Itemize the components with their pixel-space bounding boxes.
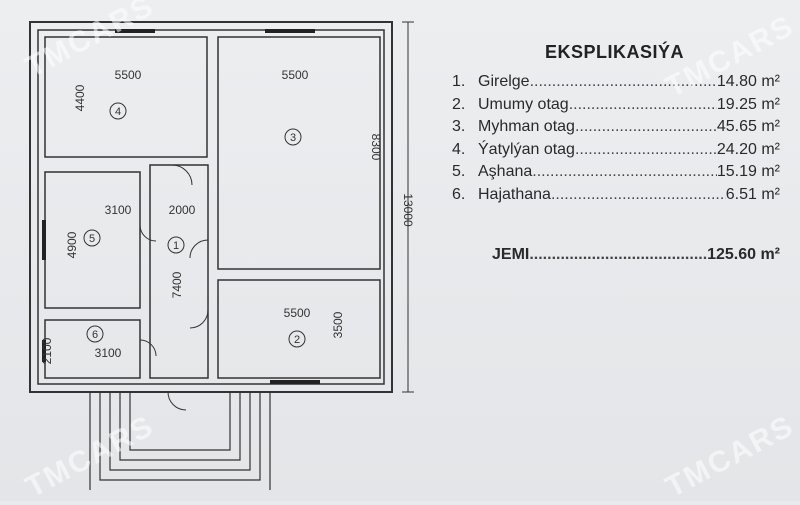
row-number: 6. xyxy=(452,185,466,203)
legend-row: 4. Ýatylýan otag 24.20 m² xyxy=(452,139,792,162)
dim-label: 2000 xyxy=(169,203,196,217)
room-name: Hajathana xyxy=(478,185,551,203)
corridor-outline xyxy=(149,164,209,379)
room-area: 19.25 m² xyxy=(716,95,780,113)
total-label: JEMI xyxy=(492,246,530,263)
room-number: 6 xyxy=(92,329,98,341)
room-number: 3 xyxy=(290,132,296,144)
room-4-outline xyxy=(44,36,208,158)
explication-table: EKSPLIKASIÝA 1. Girelge 14.80 m² 2. Umumy ot… xyxy=(452,42,792,264)
room-area: 24.20 m² xyxy=(716,140,780,158)
row-number: 5. xyxy=(452,163,466,180)
dim-label: 5500 xyxy=(284,306,311,320)
room-area: 6.51 m² xyxy=(725,185,780,203)
porch-steps xyxy=(89,392,271,490)
room-area: 14.80 m² xyxy=(716,73,780,90)
dim-label: 4400 xyxy=(73,84,87,111)
room-number: 2 xyxy=(294,334,300,346)
room-number: 4 xyxy=(115,106,121,118)
room-name: Ýatylýan otag xyxy=(478,140,575,158)
dim-label: 5500 xyxy=(115,68,142,82)
inner-wall xyxy=(37,29,385,385)
room-name: Umumy otag xyxy=(478,95,569,113)
dim-label: 3100 xyxy=(105,203,132,217)
dim-label: 2100 xyxy=(40,337,54,364)
dimension-line xyxy=(402,21,414,393)
row-number: 1. xyxy=(452,73,466,90)
dim-label: 7400 xyxy=(170,271,184,298)
room-name: Aşhana xyxy=(478,163,533,180)
total-value: 125.60 m² xyxy=(707,246,780,263)
room-number: 1 xyxy=(173,240,179,252)
total-row: JEMI 125.60 m² xyxy=(492,246,792,264)
room-name: Girelge xyxy=(478,73,530,90)
room-area: 45.65 m² xyxy=(716,118,780,135)
outer-wall xyxy=(29,21,393,393)
legend-row: 1. Girelge 14.80 m² xyxy=(452,71,792,94)
room-area: 15.19 m² xyxy=(716,163,780,180)
windows xyxy=(42,29,320,384)
dim-label: 3500 xyxy=(331,311,345,338)
room-2-outline xyxy=(217,279,381,379)
legend-title: EKSPLIKASIÝA xyxy=(545,42,685,62)
legend-row: 6. Hajathana 6.51 m² xyxy=(452,184,792,207)
room-number: 5 xyxy=(89,233,95,245)
legend-row: 3. Myhman otag 45.65 m² xyxy=(452,116,792,139)
dim-label: 8300 xyxy=(369,134,383,161)
dim-label: 13000 xyxy=(401,193,415,227)
row-number: 3. xyxy=(452,118,466,135)
legend-row: 2. Umumy otag 19.25 m² xyxy=(452,94,792,117)
row-number: 4. xyxy=(452,140,466,158)
legend-row: 5. Aşhana 15.19 m² xyxy=(452,161,792,184)
room-name: Myhman otag xyxy=(478,118,575,135)
dim-label: 5500 xyxy=(282,68,309,82)
dim-label: 4900 xyxy=(65,231,79,258)
row-number: 2. xyxy=(452,95,466,113)
dim-label: 3100 xyxy=(95,346,122,360)
room-3-outline xyxy=(217,36,381,270)
